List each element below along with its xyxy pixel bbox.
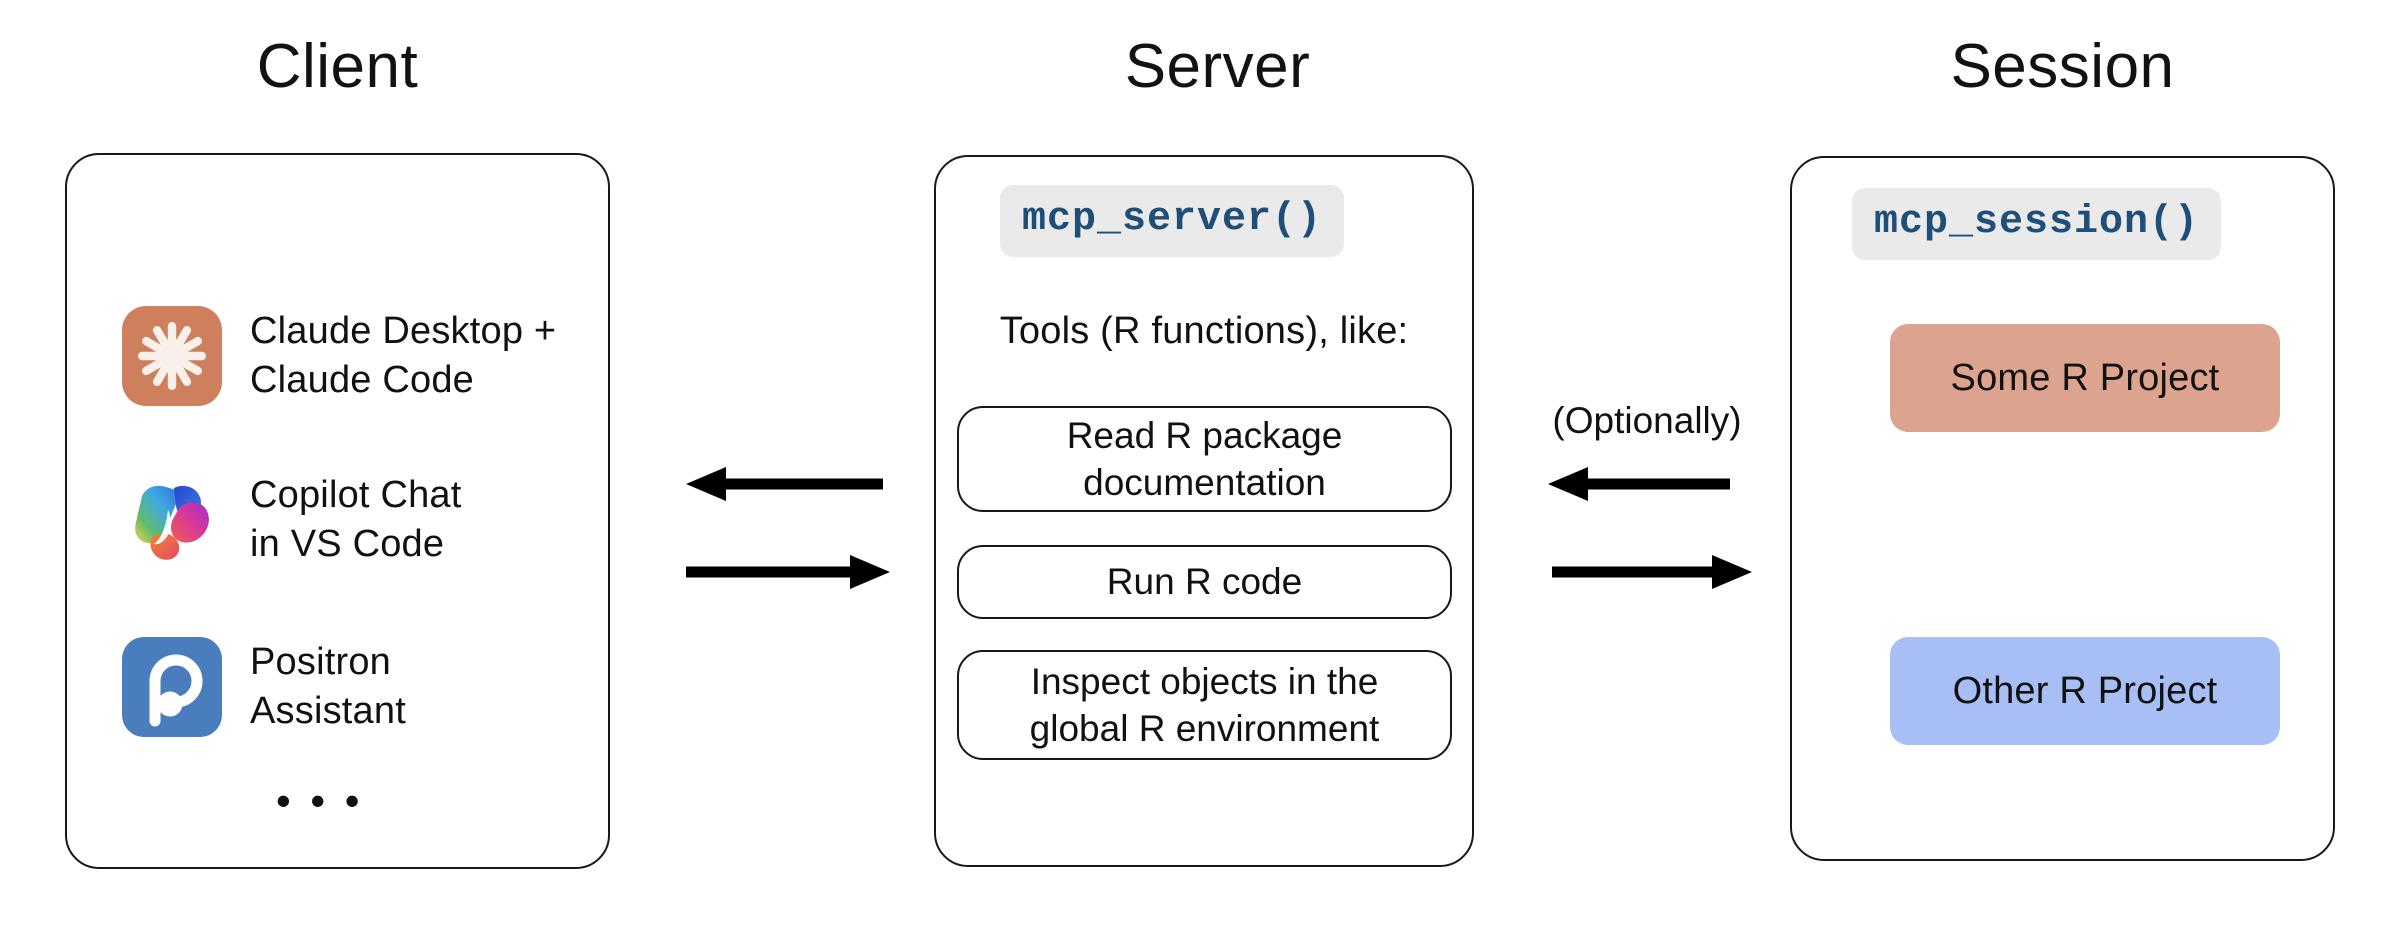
session-project-some-r-project[interactable]: Some R Project: [1890, 324, 2280, 432]
arrow-right-icon: [686, 555, 890, 589]
tools-caption: Tools (R functions), like:: [999, 310, 1409, 352]
session-project-other-r-project[interactable]: Other R Project: [1890, 637, 2280, 745]
client-item-claude[interactable]: Claude Desktop + Claude Code: [122, 306, 556, 406]
arrow-right-icon: [1552, 555, 1752, 589]
client-item-label: Positron Assistant: [250, 640, 406, 732]
connector-server-session: [1540, 462, 1760, 602]
arrow-left-icon: [1548, 467, 1730, 501]
session-panel: [1790, 156, 2335, 861]
tool-box-read-documentation[interactable]: Read R package documentation: [957, 406, 1452, 512]
tool-box-run-r-code[interactable]: Run R code: [957, 545, 1452, 619]
client-item-positron[interactable]: Positron Assistant: [122, 637, 406, 737]
mcp-server-code-chip: mcp_server(): [1000, 185, 1345, 257]
connector-client-server: [678, 462, 898, 602]
client-item-label: Copilot Chat in VS Code: [250, 473, 462, 565]
page-title-client: Client: [256, 32, 419, 101]
claude-icon: [122, 306, 222, 406]
mcp-session-code-chip: mcp_session(): [1852, 188, 2222, 260]
client-item-label: Claude Desktop + Claude Code: [250, 309, 557, 401]
client-more-indicator: • • •: [276, 777, 364, 824]
page-title-server: Server: [1124, 32, 1311, 101]
client-item-copilot[interactable]: Copilot Chat in VS Code: [122, 470, 462, 570]
positron-icon: [122, 637, 222, 737]
tool-box-inspect-objects[interactable]: Inspect objects in the global R environm…: [957, 650, 1452, 760]
copilot-icon: [122, 470, 222, 570]
optionally-label: (Optionally): [1552, 400, 1742, 441]
page-title-session: Session: [1950, 32, 2175, 101]
arrow-left-icon: [686, 467, 883, 501]
